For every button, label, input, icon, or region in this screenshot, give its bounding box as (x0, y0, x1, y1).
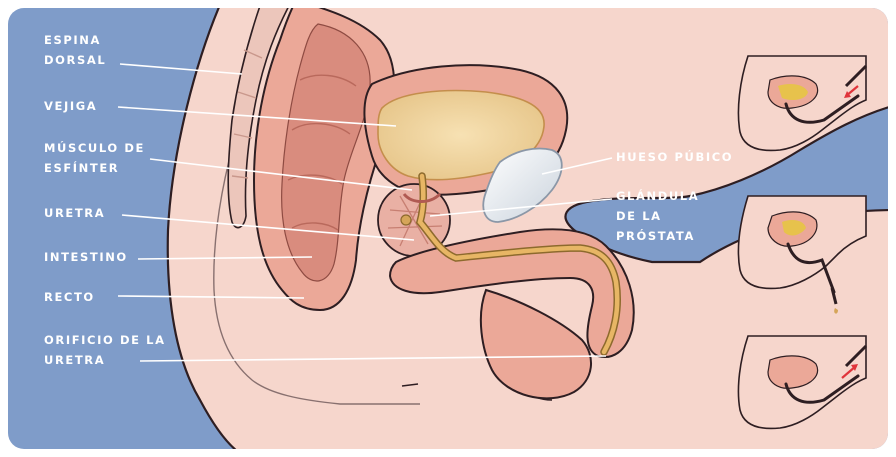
label-sphincter: MÚSCULO DE ESFÍNTER (44, 138, 145, 178)
label-spine: ESPINA DORSAL (44, 30, 106, 70)
label-urethral-opening: ORIFICIO DE LA URETRA (44, 330, 166, 370)
label-urethra: URETRA (44, 203, 105, 223)
label-rectum: RECTO (44, 287, 95, 307)
label-bladder: VEJIGA (44, 96, 97, 116)
label-pubic-bone: HUESO PÚBICO (616, 147, 733, 167)
label-intestine: INTESTINO (44, 247, 128, 267)
label-prostate: GLÁNDULA DE LA PRÓSTATA (616, 186, 699, 246)
